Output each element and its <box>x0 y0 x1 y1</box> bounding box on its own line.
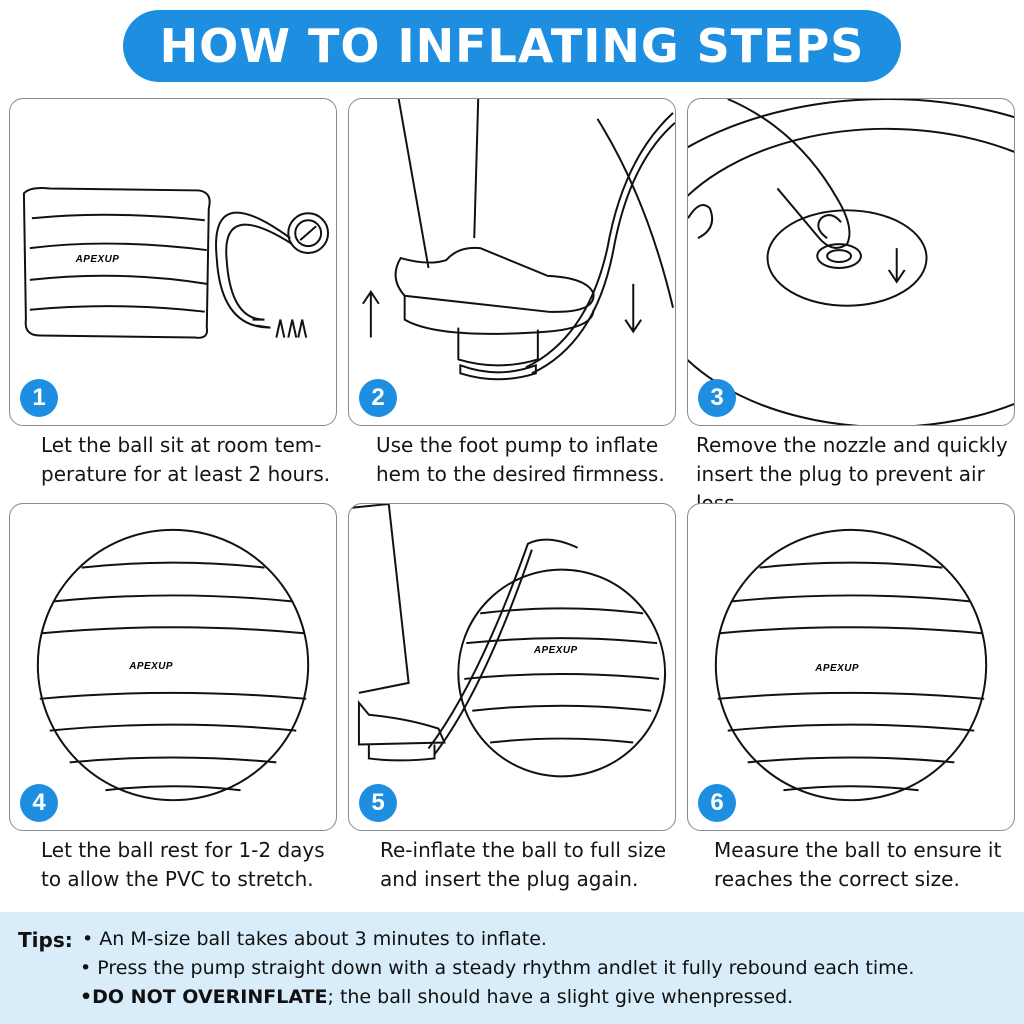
tips-section: Tips: • An M-size ball takes about 3 min… <box>0 912 1024 1024</box>
plug-insert-illustration <box>688 99 1014 425</box>
tips-label: Tips: <box>18 928 73 952</box>
tip-item: • Press the pump straight down with a st… <box>80 957 915 979</box>
step-2-badge: 2 <box>359 379 397 417</box>
step-1-caption-line1: Let the ball sit at room tem- <box>41 433 322 457</box>
step-1-caption-line2: perature for at least 2 hours. <box>41 462 331 486</box>
step-3-panel: 3 <box>687 98 1015 426</box>
step-4-panel: APEXUP 4 <box>9 503 337 831</box>
step-3-caption-line1: Remove the nozzle and quickly <box>696 433 1008 457</box>
tip-warning: •DO NOT OVERINFLATE <box>80 986 328 1008</box>
reinflate-ball-illustration: APEXUP <box>349 504 667 778</box>
step-2-panel: 2 <box>348 98 676 426</box>
page-title: HOW TO INFLATING STEPS <box>123 10 901 82</box>
step-1-badge: 1 <box>20 379 58 417</box>
tip-warning-rest: ; the ball should have a slight give whe… <box>327 986 794 1008</box>
foot-pump-illustration <box>362 99 675 381</box>
step-5-badge: 5 <box>359 784 397 822</box>
step-2-caption: Use the foot pump to inflate hem to the … <box>376 431 696 489</box>
step-5-caption: Re-inflate the ball to full size and ins… <box>380 836 700 894</box>
tip-item: •DO NOT OVERINFLATE; the ball should hav… <box>80 984 793 1010</box>
tip-item: • An M-size ball takes about 3 minutes t… <box>82 928 547 950</box>
step-1-panel: APEXUP 1 <box>9 98 337 426</box>
step-5-caption-line1: Re-inflate the ball to full size <box>380 838 667 862</box>
step-2-caption-line1: Use the foot pump to inflate <box>376 433 659 457</box>
exercise-ball-illustration: APEXUP <box>36 528 310 802</box>
step-4-caption-line1: Let the ball rest for 1-2 days <box>41 838 325 862</box>
step-6-caption-line1: Measure the ball to ensure it <box>714 838 1002 862</box>
step-4-badge: 4 <box>20 784 58 822</box>
brand-logo: APEXUP <box>75 254 120 265</box>
brand-logo: APEXUP <box>533 645 578 656</box>
step-2-caption-line2: hem to the desired firmness. <box>376 462 665 486</box>
step-1-caption: Let the ball sit at room tem- perature f… <box>41 431 361 489</box>
step-4-caption: Let the ball rest for 1-2 days to allow … <box>41 836 361 894</box>
deflated-ball-package-illustration: APEXUP <box>22 187 330 339</box>
step-6-caption-line2: reaches the correct size. <box>714 867 960 891</box>
step-5-caption-line2: and insert the plug again. <box>380 867 639 891</box>
step-6-badge: 6 <box>698 784 736 822</box>
step-6-caption: Measure the ball to ensure it reaches th… <box>714 836 1014 894</box>
brand-logo: APEXUP <box>128 661 173 672</box>
measure-ball-illustration: APEXUP <box>714 528 988 802</box>
step-5-panel: APEXUP 5 <box>348 503 676 831</box>
step-4-caption-line2: to allow the PVC to stretch. <box>41 867 314 891</box>
step-3-badge: 3 <box>698 379 736 417</box>
brand-logo: APEXUP <box>814 663 859 674</box>
step-6-panel: APEXUP 6 <box>687 503 1015 831</box>
